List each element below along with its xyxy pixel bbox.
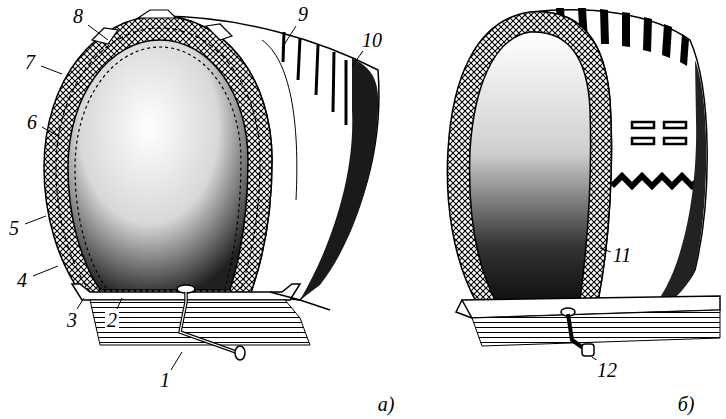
callout-number: 11	[611, 245, 634, 265]
rim-b	[456, 296, 720, 346]
callout-number: 12	[595, 360, 619, 380]
rim-a	[72, 284, 330, 345]
callout-number: 5	[7, 218, 21, 238]
figure-label: б)	[676, 394, 697, 414]
valve-b	[561, 308, 594, 356]
callout-number: 6	[25, 112, 39, 132]
callout-number: 8	[71, 6, 85, 26]
tire-b-section	[447, 12, 611, 305]
inner-tube	[75, 47, 241, 288]
callout-number: 9	[296, 4, 310, 24]
tire-a-section	[44, 16, 272, 295]
figure-label: а)	[376, 394, 397, 414]
cord-layer	[56, 28, 260, 292]
valve-a	[177, 285, 245, 360]
callout-number: 4	[15, 270, 29, 290]
callout-number: 1	[158, 370, 172, 390]
callout-number: 2	[105, 310, 119, 330]
tread-blocks	[92, 10, 232, 44]
callout-number: 10	[360, 30, 384, 50]
leader-lines	[25, 25, 611, 370]
callout-number: 3	[65, 310, 79, 330]
callout-number: 7	[23, 52, 37, 72]
tubeless-interior	[470, 32, 591, 300]
